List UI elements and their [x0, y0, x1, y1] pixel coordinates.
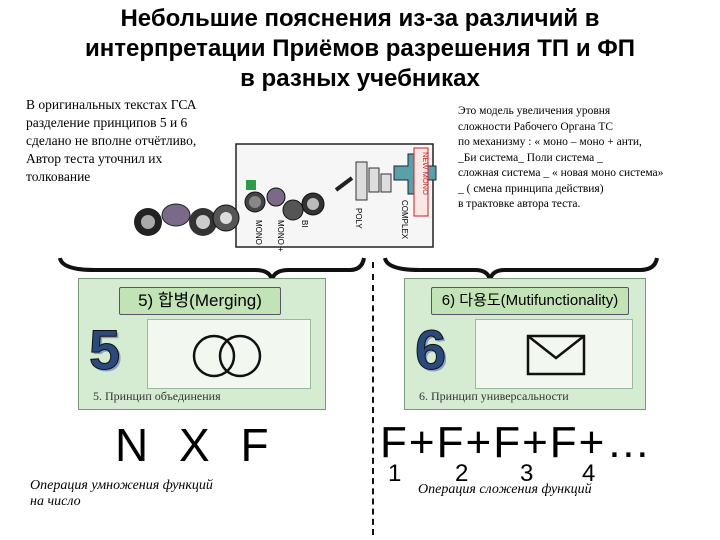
subscript-1: 1 — [388, 460, 402, 487]
right-note-line-2: сложности Рабочего Органа ТС — [458, 120, 614, 133]
f-term-4: F — [549, 418, 579, 467]
center-divider — [372, 285, 374, 535]
mono-label: MONO — [254, 220, 263, 245]
circle-right-icon — [218, 334, 262, 378]
left-operation-line-1: Операция умножения функций — [30, 478, 213, 493]
left-note-line-3: сделано не вполне отчётливо, — [26, 133, 197, 148]
subscript-3: 3 — [520, 460, 534, 487]
title-line-3: в разных учебниках — [240, 65, 480, 92]
title-line-2: интерпретации Приёмов разрешения ТП и ФП — [84, 35, 635, 62]
complex-label: COMPLEX — [400, 200, 409, 240]
new-mono-label: NEW MONO — [421, 152, 430, 195]
principle-number-5: 5 — [88, 318, 121, 382]
round-button-icon — [282, 199, 304, 221]
plus-sign: + — [408, 418, 437, 467]
circle-left-icon — [192, 334, 236, 378]
right-note-line-5: сложная система _ « новая моно система» — [458, 167, 664, 179]
merging-illustration — [147, 319, 311, 389]
right-operation: Операция сложения функций — [418, 482, 592, 497]
device-svg: NEW MONO MONO MONO + ANTI BI POLY COMPLE… — [134, 143, 437, 272]
subscript-2: 2 — [455, 460, 469, 487]
right-note-line-4: _Би система_ Поли система _ — [458, 151, 603, 164]
multifunctionality-illustration — [475, 319, 633, 389]
right-note-line-6: _ ( смена принципа действия) — [458, 182, 604, 195]
left-note: В оригинальных текстах ГСА разделение пр… — [26, 96, 241, 186]
left-brace — [58, 257, 366, 281]
round-button-icon — [266, 187, 286, 207]
panel-merging: 5) 합병(Merging) 5 5. Принцип объединения — [78, 278, 326, 410]
f-term-1: F — [380, 418, 409, 467]
multifunctionality-caption: 6. Принцип универсальности — [419, 389, 569, 403]
plus-sign: + — [578, 418, 607, 467]
subscript-4: 4 — [582, 460, 596, 487]
ellipsis: … — [606, 418, 653, 467]
plus-sign: + — [522, 418, 550, 467]
left-note-line-4: Автор теста уточнил их — [26, 151, 163, 166]
principle-number-6: 6 — [414, 318, 447, 382]
disk-icon — [161, 203, 191, 227]
mono-anti-label: MONO + ANTI — [276, 220, 285, 252]
left-note-line-5: толкование — [26, 169, 91, 184]
merging-label: 5) 합병(Merging) — [119, 287, 281, 315]
poly-label: POLY — [354, 208, 363, 229]
left-operation-line-2: на число — [30, 494, 81, 509]
left-operation: Операция умножения функций на число — [30, 478, 330, 510]
multifunctionality-label: 6) 다용도(Mutifunctionality) — [431, 287, 629, 315]
right-formula: F+F+F+F+… — [380, 418, 652, 468]
right-note: Это модель увеличения уровня сложности Р… — [458, 104, 718, 213]
panel-multifunctionality: 6) 다용도(Mutifunctionality) 6 6. Принцип у… — [404, 278, 646, 410]
left-formula: N X F — [115, 419, 271, 471]
right-note-line-3: по механизму : « моно – моно + анти, — [458, 136, 642, 148]
evolution-device-illustration: NEW MONO MONO MONO + ANTI BI POLY COMPLE… — [118, 140, 443, 272]
left-note-line-2: разделение принципов 5 и 6 — [26, 115, 188, 130]
f-term-2: F — [436, 418, 466, 467]
right-note-line-7: в трактовке автора теста. — [458, 198, 581, 210]
right-brace — [383, 257, 659, 281]
bi-label: BI — [300, 220, 309, 228]
envelope-icon — [526, 334, 586, 376]
page-title: Небольшие пояснения из-за различий в инт… — [0, 4, 720, 94]
merging-caption: 5. Принцип объединения — [93, 389, 221, 403]
f-term-3: F — [493, 418, 523, 467]
left-note-line-1: В оригинальных текстах ГСА — [26, 97, 197, 112]
right-note-line-1: Это модель увеличения уровня — [458, 105, 611, 117]
title-line-1: Небольшие пояснения из-за различий в — [120, 5, 600, 32]
handle-icon — [334, 176, 354, 192]
plus-sign: + — [465, 418, 494, 467]
green-square-icon — [246, 180, 256, 190]
